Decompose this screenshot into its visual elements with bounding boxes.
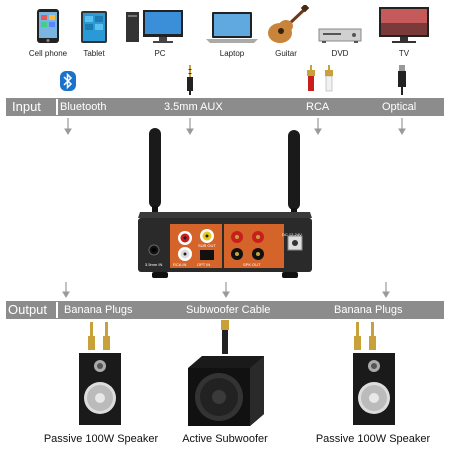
pc-icon xyxy=(126,10,183,43)
device-label-cell-phone: Cell phone xyxy=(28,49,68,58)
output-item-banana-left: Banana Plugs xyxy=(64,304,133,316)
input-item-bluetooth: Bluetooth xyxy=(60,101,107,113)
amplifier-body xyxy=(138,128,312,278)
optical-plug-icon xyxy=(398,65,406,95)
aux-jack-icon xyxy=(187,65,193,95)
device-label-guitar: Guitar xyxy=(275,49,297,58)
port-label-aux: 3.5mm IN xyxy=(145,262,163,267)
output-bar-title: Output xyxy=(8,302,48,317)
guitar-icon xyxy=(268,5,310,43)
input-bar xyxy=(6,98,444,116)
input-item-aux: 3.5mm AUX xyxy=(164,101,223,113)
device-label-dvd: DVD xyxy=(331,49,349,58)
left-speaker-icon xyxy=(79,353,121,425)
rca-plug-icon xyxy=(307,65,333,92)
device-label-laptop: Laptop xyxy=(219,49,245,58)
port-label-dc-in: DC 12-24V xyxy=(282,232,302,237)
tv-icon xyxy=(379,7,429,43)
tablet-icon xyxy=(81,11,107,43)
port-label-rca-in: RCA IN xyxy=(173,262,187,267)
bluetooth-icon xyxy=(60,71,76,91)
device-label-tablet: Tablet xyxy=(83,49,105,58)
input-item-rca: RCA xyxy=(306,101,330,113)
input-item-optical: Optical xyxy=(382,101,417,113)
device-label-tv: TV xyxy=(398,49,410,58)
port-label-opt-in: OPT IN xyxy=(197,262,211,267)
input-bar-divider xyxy=(56,99,58,115)
caption-right-speaker: Passive 100W Speaker xyxy=(315,433,431,445)
output-bar-divider xyxy=(56,302,58,318)
input-arrows xyxy=(64,118,406,135)
input-bar-title: Input xyxy=(12,99,41,114)
output-plugs xyxy=(88,320,376,354)
right-speaker-icon xyxy=(353,353,395,425)
output-bar xyxy=(6,301,444,319)
laptop-icon xyxy=(206,12,258,43)
output-item-sub-cable: Subwoofer Cable xyxy=(186,304,271,316)
subwoofer-icon xyxy=(188,356,264,426)
output-item-banana-right: Banana Plugs xyxy=(334,304,403,316)
output-arrows xyxy=(62,282,390,298)
cell-phone-icon xyxy=(37,9,59,43)
port-label-sub-out: SUB OUT xyxy=(198,243,216,248)
port-label-spk-out: SPK OUT xyxy=(243,262,261,267)
caption-subwoofer: Active Subwoofer xyxy=(182,433,268,445)
device-label-pc: PC xyxy=(154,49,166,58)
caption-left-speaker: Passive 100W Speaker xyxy=(43,433,159,445)
dvd-icon xyxy=(318,28,362,43)
